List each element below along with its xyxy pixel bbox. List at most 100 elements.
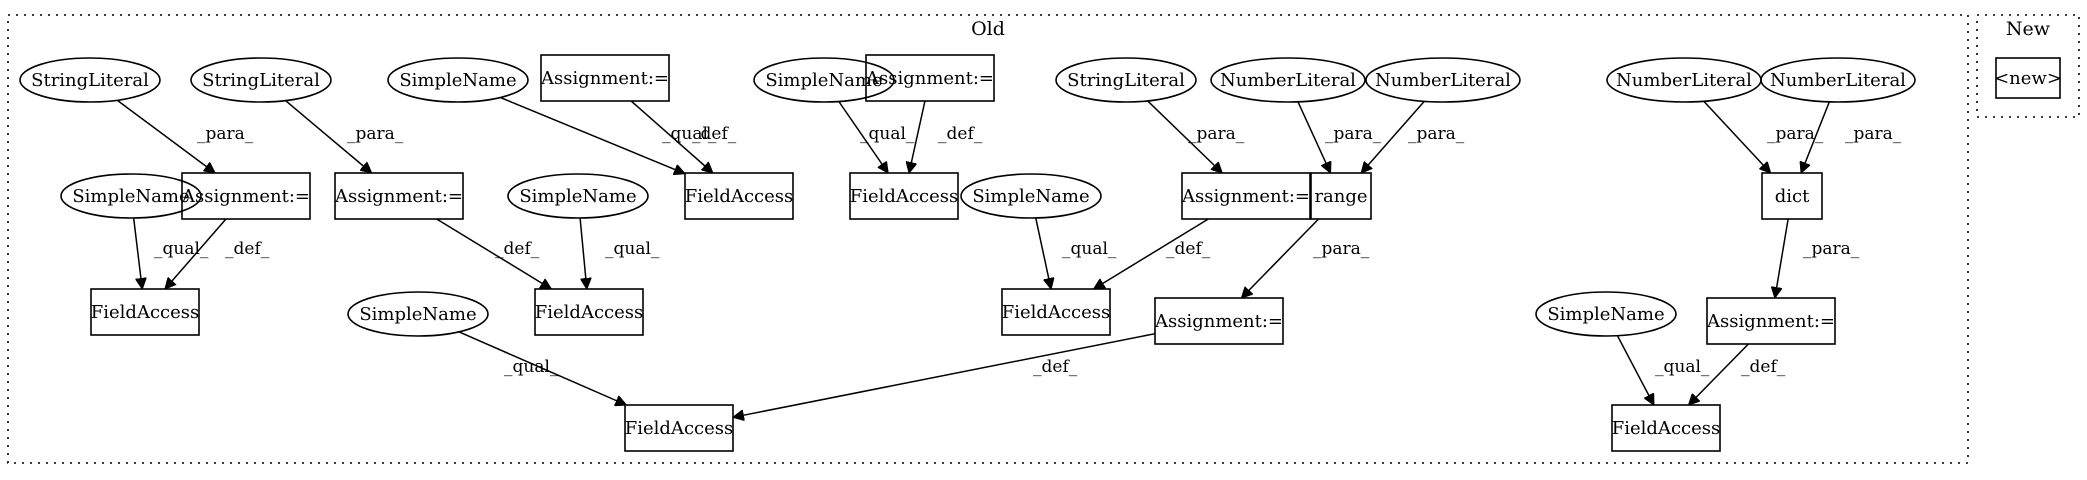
edge-label: _def_: [495, 239, 540, 259]
node-label: FieldAccess: [535, 302, 643, 323]
node-n12: SimpleName: [60, 173, 202, 219]
edge-n28-n30: _def_: [1689, 343, 1786, 405]
edge-line: [1801, 101, 1831, 173]
node-ellipse: [190, 57, 332, 103]
node-box: [1310, 172, 1372, 220]
edge-n5-n17: _qual_: [838, 101, 915, 173]
node-n21: dict: [1761, 172, 1823, 220]
edge-line: [1297, 101, 1331, 173]
node-ellipse: [1365, 57, 1521, 103]
node-ellipse: [19, 57, 161, 103]
node-n18: SimpleName: [960, 173, 1102, 219]
edge-n10-n21: _para_: [1703, 100, 1824, 173]
edge-n12-n22: _qual_: [132, 217, 209, 289]
edge-line: [500, 96, 685, 174]
edge-line: [165, 218, 227, 289]
node-n11: NumberLiteral: [1760, 57, 1916, 103]
node-label: Assignment:=: [865, 68, 994, 89]
node-n15: SimpleName: [507, 173, 649, 219]
node-box: [1611, 404, 1721, 452]
edge-line: [1147, 100, 1223, 173]
node-n8: NumberLiteral: [1210, 57, 1366, 103]
node-label: Assignment:=: [1154, 311, 1283, 332]
node-label: SimpleName: [72, 186, 189, 207]
edge-label: _para_: [347, 124, 404, 144]
node-n9: NumberLiteral: [1365, 57, 1521, 103]
edge-label: _qual_: [1655, 357, 1710, 377]
node-n5: SimpleName: [753, 57, 895, 103]
node-n20: range: [1310, 172, 1372, 220]
node-label: FieldAccess: [91, 302, 199, 323]
node-label: SimpleName: [1547, 304, 1664, 325]
edge-n3-n16: _qual_: [500, 96, 717, 174]
node-box: [849, 172, 959, 220]
edge-label: _para_: [1188, 124, 1245, 144]
edge-line: [1689, 343, 1749, 405]
node-label: FieldAccess: [850, 186, 958, 207]
node-ellipse: [753, 57, 895, 103]
edge-n8-n20: _para_: [1297, 101, 1382, 173]
edge-label: _para_: [1803, 239, 1860, 259]
node-label: NumberLiteral: [1770, 70, 1906, 91]
node-n10: NumberLiteral: [1606, 57, 1762, 103]
edge-line: [1616, 335, 1655, 405]
edge-label: _para_: [1325, 124, 1382, 144]
node-n22: FieldAccess: [90, 288, 200, 336]
node-n23: FieldAccess: [534, 288, 644, 336]
edge-line: [1361, 100, 1425, 173]
node-n30: FieldAccess: [1611, 404, 1721, 452]
node-label: range: [1314, 186, 1367, 207]
node-label: NumberLiteral: [1375, 70, 1511, 91]
edge-line: [436, 218, 552, 289]
node-label: NumberLiteral: [1616, 70, 1752, 91]
node-label: FieldAccess: [1002, 302, 1110, 323]
edge-n18-n24: _qual_: [1034, 217, 1117, 289]
edge-n27-n30: _qual_: [1616, 335, 1710, 405]
edge-line: [132, 217, 143, 289]
node-n19: Assignment:=: [1181, 172, 1311, 220]
edge-label: _qual_: [504, 357, 559, 377]
node-n14: Assignment:=: [334, 172, 464, 220]
edge-label: _qual_: [662, 124, 717, 144]
node-box: [181, 172, 311, 220]
node-n24: FieldAccess: [1001, 288, 1111, 336]
node-label: Assignment:=: [1181, 186, 1310, 207]
node-label: SimpleName: [972, 186, 1089, 207]
edge-line: [579, 217, 587, 289]
node-label: Assignment:=: [540, 68, 669, 89]
node-label: Assignment:=: [334, 186, 463, 207]
node-n1: StringLiteral: [19, 57, 161, 103]
node-n31: <new>: [1994, 57, 2062, 99]
node-label: Assignment:=: [181, 186, 310, 207]
edge-label: _para_: [1313, 239, 1370, 259]
node-label: SimpleName: [359, 304, 476, 325]
node-ellipse: [960, 173, 1102, 219]
node-n25: SimpleName: [347, 291, 489, 337]
edge-line: [1034, 217, 1051, 289]
edge-line: [630, 100, 713, 173]
cluster-new: New: [1976, 14, 2080, 118]
edge-line: [285, 100, 372, 173]
edge-n9-n20: _para_: [1361, 100, 1465, 173]
edge-label: _qual_: [605, 239, 660, 259]
edge-line: [1703, 100, 1771, 173]
node-label: SimpleName: [399, 70, 516, 91]
node-n17: FieldAccess: [849, 172, 959, 220]
edge-label: _para_: [1845, 124, 1902, 144]
node-ellipse: [1535, 291, 1677, 337]
node-n13: Assignment:=: [181, 172, 311, 220]
edge-label: _para_: [197, 124, 254, 144]
edges-layer: _para__para__qual__def__qual__def__para_…: [116, 96, 1902, 418]
edge-n1-n13: _para_: [116, 99, 254, 173]
node-box: [534, 288, 644, 336]
node-n26: Assignment:=: [1154, 297, 1284, 345]
node-ellipse: [507, 173, 649, 219]
node-n27: SimpleName: [1535, 291, 1677, 337]
node-n16: FieldAccess: [684, 172, 794, 220]
node-n3: SimpleName: [387, 57, 529, 103]
edge-n19-n24: _def_: [1094, 218, 1211, 289]
node-label: <new>: [1994, 68, 2062, 89]
node-box: [1154, 297, 1284, 345]
